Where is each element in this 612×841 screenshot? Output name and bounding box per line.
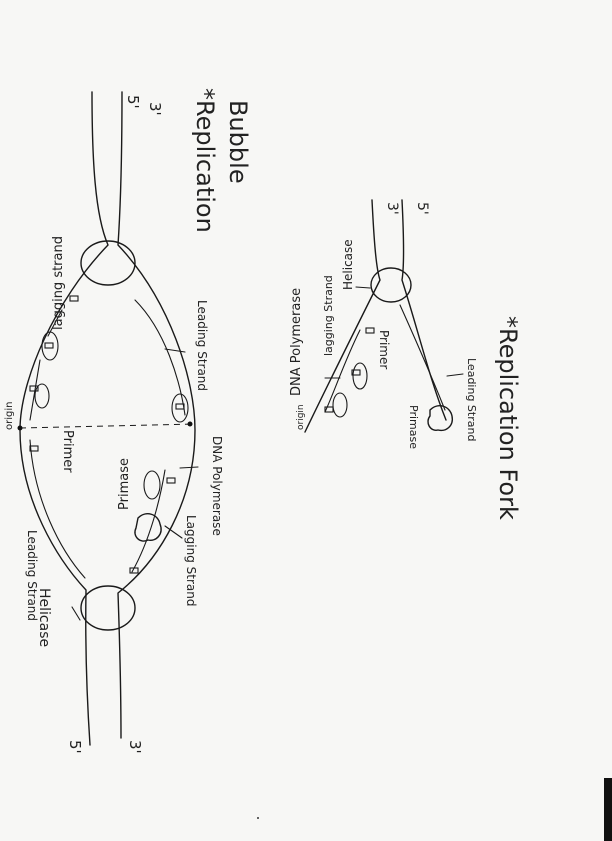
label-primase: Primase bbox=[117, 458, 132, 510]
primer-box-6 bbox=[167, 478, 175, 483]
arrow-dna-polymerase bbox=[180, 467, 198, 468]
fork-title: *Replication Fork bbox=[494, 316, 522, 520]
label-helicase-bottom: Helicase bbox=[36, 588, 52, 647]
origin-dot-left bbox=[18, 426, 23, 431]
scan-edge bbox=[604, 778, 612, 841]
bubble-title-line1: *Replication bbox=[191, 88, 219, 233]
leading-strand-new-right bbox=[135, 300, 185, 415]
bubble-end-bottom-3prime: 3' bbox=[126, 740, 144, 754]
polymerase-loop-4 bbox=[144, 471, 160, 499]
fork-label-primer: Primer bbox=[377, 330, 391, 369]
fork-arrow-leading-strand bbox=[447, 374, 463, 376]
fork-end-3prime: 3' bbox=[384, 202, 400, 215]
arrow-lagging-strand-bottom bbox=[165, 526, 182, 538]
bubble-end-bottom-5prime: 5' bbox=[66, 740, 84, 754]
polymerase-loop-2 bbox=[35, 384, 49, 408]
helicase-oval-top bbox=[81, 241, 135, 285]
bubble-title-line2: Bubble bbox=[224, 100, 252, 184]
fork-arrow-helicase bbox=[356, 287, 370, 288]
label-lagging-strand-bottom: Lagging Strand bbox=[184, 515, 198, 606]
label-leading-strand-right: Leading Strand bbox=[195, 300, 209, 391]
label-primer: Primer bbox=[60, 430, 75, 473]
fork-lower-strand bbox=[402, 200, 446, 420]
primer-box-2 bbox=[45, 343, 53, 348]
polymerase-loop-3 bbox=[172, 394, 188, 422]
fork-label-primase: Primase bbox=[407, 405, 420, 449]
bubble-end-top-5prime: 5' bbox=[124, 95, 142, 109]
replication-bubble-diagram: 3' 5' 5' 3' lagging strand Leading Stran… bbox=[4, 88, 252, 754]
scan-speck bbox=[257, 817, 259, 819]
fork-polymerase-loop-2 bbox=[333, 393, 347, 417]
fork-end-5prime: 5' bbox=[414, 202, 430, 215]
arrow-helicase-bottom bbox=[72, 607, 80, 620]
replication-fork-diagram: 3' 5' DNA Polymerase lagging Strand Heli… bbox=[289, 200, 522, 520]
fork-leading-new-strand bbox=[400, 305, 445, 410]
fork-label-leading-strand: Leading Strand bbox=[465, 358, 478, 441]
origin-line bbox=[20, 424, 196, 428]
polymerase-loop-1 bbox=[42, 332, 58, 360]
label-dna-polymerase: DNA Polymerase bbox=[210, 436, 224, 536]
label-origin: origin bbox=[4, 402, 15, 430]
helicase-oval-bottom bbox=[81, 586, 135, 630]
origin-dot-right bbox=[188, 422, 193, 427]
fork-primase-blob bbox=[428, 406, 452, 431]
label-lagging-strand-top: lagging strand bbox=[51, 236, 66, 330]
fork-label-lagging-strand: lagging Strand bbox=[322, 275, 335, 356]
fork-polymerase-loop-1 bbox=[353, 363, 367, 389]
bubble-lower-strand bbox=[118, 92, 195, 738]
fork-label-dna-polymerase: DNA Polymerase bbox=[289, 288, 304, 396]
fork-primer-box-1 bbox=[366, 328, 374, 333]
fork-label-origin: origin bbox=[296, 404, 306, 430]
bubble-upper-strand bbox=[20, 92, 108, 745]
fork-upper-strand bbox=[305, 200, 380, 432]
bubble-end-top-3prime: 3' bbox=[146, 102, 164, 116]
primer-box-1 bbox=[70, 296, 78, 301]
fork-label-helicase: Helicase bbox=[341, 239, 355, 290]
